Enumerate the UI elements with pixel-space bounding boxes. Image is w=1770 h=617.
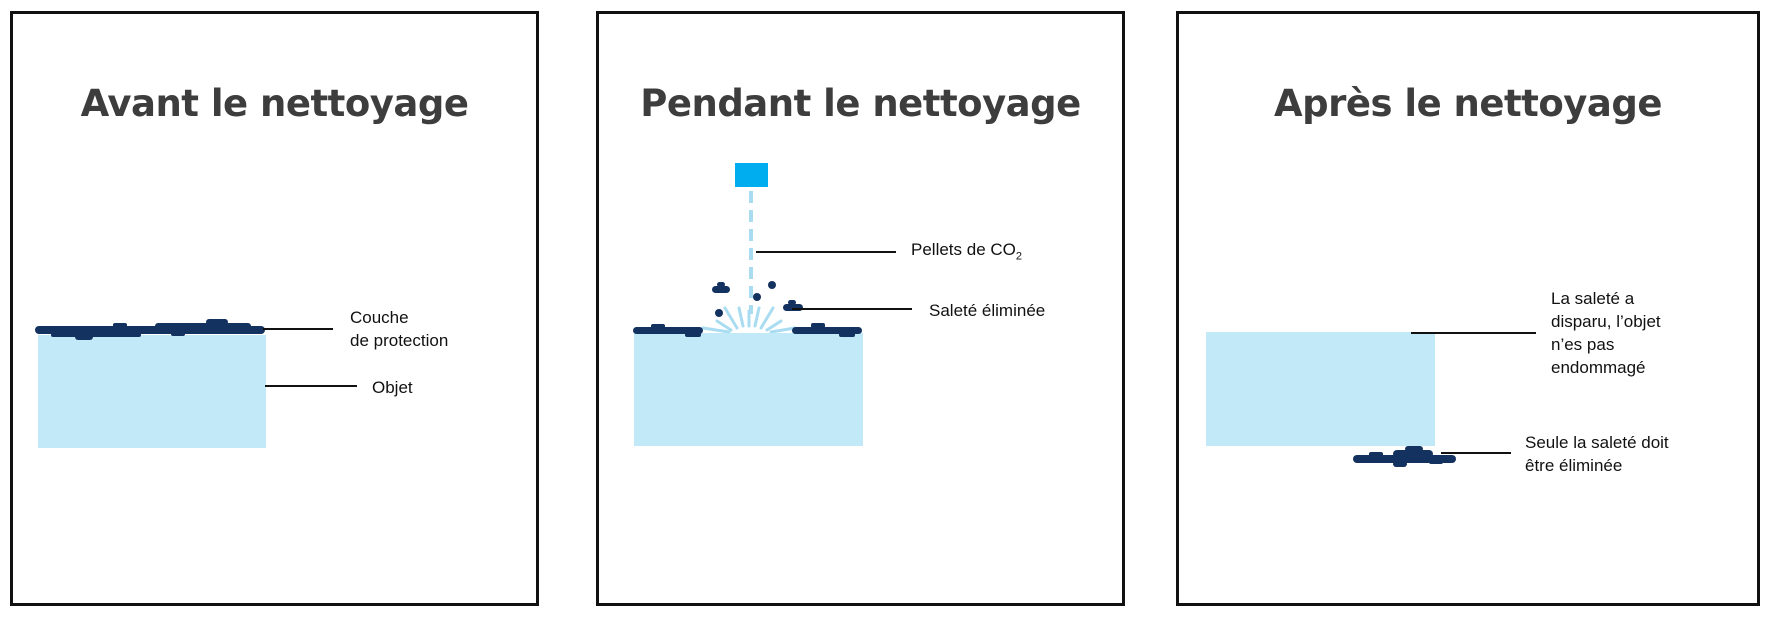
- pellet-spray: [701, 306, 797, 334]
- label-co2-pellets-text: Pellets de CO: [911, 240, 1016, 259]
- object-block: [634, 333, 863, 446]
- object-block: [1206, 332, 1435, 446]
- label-undamaged-line3: n’es pas: [1551, 335, 1615, 354]
- object-leader-line: [265, 385, 357, 387]
- panel-before-cleaning: Avant le nettoyage Couche de protection …: [10, 11, 539, 606]
- removed-dirt-pile: [1353, 446, 1456, 467]
- label-object: Objet: [372, 378, 413, 397]
- during-illustration: [633, 163, 863, 446]
- blast-nozzle: [735, 163, 768, 187]
- undamaged-leader-line: [1411, 332, 1536, 334]
- before-illustration: [35, 319, 266, 448]
- label-coating-line1: Couche: [350, 308, 409, 327]
- remaining-dirt: [633, 323, 862, 337]
- panel-title-before: Avant le nettoyage: [80, 82, 469, 125]
- label-coating-line2: de protection: [350, 331, 449, 350]
- panel-title-during: Pendant le nettoyage: [640, 82, 1081, 125]
- protective-coating: [35, 319, 265, 340]
- panel-during-cleaning: Pendant le nettoyage: [596, 11, 1125, 606]
- label-only-dirt-line2: être éliminée: [1525, 456, 1623, 475]
- label-co2-subscript: 2: [1015, 250, 1023, 263]
- panel-title-after: Après le nettoyage: [1274, 82, 1662, 125]
- pellets-leader-line: [756, 251, 896, 253]
- only-dirt-leader-line: [1441, 452, 1511, 454]
- label-co2-pellets: Pellets de CO2: [911, 238, 1022, 268]
- label-only-dirt-line1: Seule la saleté doit: [1525, 433, 1669, 452]
- label-undamaged-line1: La saleté a: [1551, 289, 1635, 308]
- label-undamaged-line4: endommagé: [1551, 358, 1646, 377]
- after-illustration: [1206, 332, 1456, 467]
- label-dirt-removed: Saleté éliminée: [929, 301, 1046, 320]
- coating-leader-line: [263, 328, 333, 330]
- label-undamaged-line2: disparu, l’objet: [1551, 312, 1661, 331]
- object-block: [38, 335, 266, 448]
- panel-after-cleaning: Après le nettoyage La saleté a disparu, …: [1176, 11, 1760, 606]
- dirt-removed-leader-line: [792, 308, 912, 310]
